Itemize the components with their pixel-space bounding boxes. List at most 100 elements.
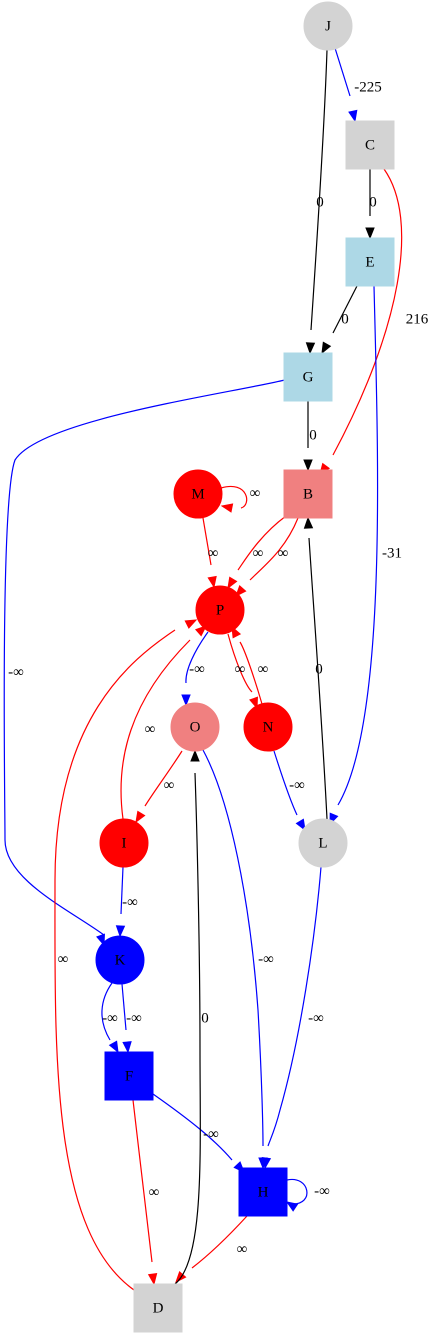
edge-F-H: -∞: [152, 1093, 245, 1173]
arrowhead-icon: [122, 1041, 132, 1054]
edge-H-H: -∞: [285, 1178, 330, 1212]
node-label: D: [153, 1300, 164, 1316]
edge-label: 0: [309, 427, 317, 443]
edge-label: -∞: [189, 661, 205, 677]
edge-line: [54, 629, 176, 1291]
edge-G-B: 0: [303, 401, 317, 472]
edge-B-P: ∞: [227, 515, 287, 590]
node-B: B: [283, 469, 333, 519]
edge-line: [191, 1215, 248, 1269]
arrowhead-icon: [96, 933, 105, 947]
node-label: N: [263, 719, 274, 735]
edge-P-N: ∞: [227, 633, 259, 710]
edge-line: [237, 515, 287, 571]
edge-line: [227, 633, 253, 693]
edge-E-L: -31: [329, 285, 402, 826]
arrowhead-icon: [220, 503, 234, 513]
edge-line: [337, 285, 379, 806]
edge-line: [174, 772, 201, 1285]
edge-C-B: 216: [319, 168, 429, 476]
edge-label: 216: [406, 311, 429, 327]
node-label: C: [365, 137, 375, 153]
node-label: F: [125, 1068, 133, 1084]
edge-label: -∞: [289, 777, 305, 793]
edge-line: [220, 485, 248, 509]
edge-label: ∞: [58, 951, 69, 967]
edge-label: ∞: [258, 661, 269, 677]
arrowhead-icon: [135, 810, 146, 824]
edge-O-H: -∞: [202, 749, 274, 1170]
edge-label: -∞: [308, 1010, 324, 1026]
arrowhead-icon: [235, 585, 247, 598]
node-N: N: [243, 702, 293, 752]
edge-line: [202, 749, 264, 1147]
node-H: H: [238, 1167, 288, 1217]
node-label: B: [303, 486, 313, 502]
edge-K-F: -∞: [121, 983, 142, 1054]
edge-J-C: -225: [334, 47, 382, 123]
node-G: G: [283, 352, 333, 402]
node-label: L: [318, 835, 327, 851]
edge-label: -225: [354, 79, 382, 95]
arrowhead-icon: [115, 925, 126, 938]
edge-N-L: -∞: [273, 750, 306, 832]
arrowhead-icon: [227, 576, 238, 590]
edge-label: -∞: [203, 1126, 219, 1142]
edge-label: ∞: [208, 545, 219, 561]
edge-line: [239, 641, 263, 705]
edge-label: -∞: [8, 664, 24, 680]
arrowhead-icon: [321, 341, 332, 355]
edge-line: [3, 379, 286, 936]
arrowhead-icon: [303, 459, 313, 472]
arrowhead-icon: [348, 109, 358, 123]
edge-label: ∞: [250, 485, 261, 501]
arrowhead-icon: [181, 694, 191, 707]
edge-label: 0: [369, 194, 377, 210]
arrowhead-icon: [194, 625, 208, 637]
arrowhead-icon: [303, 516, 314, 529]
edge-line: [310, 49, 328, 331]
edge-O-I: ∞: [135, 750, 183, 824]
edge-label: ∞: [149, 1184, 160, 1200]
edge-H-D: ∞: [175, 1215, 248, 1284]
node-box: [238, 1167, 288, 1217]
edge-C-E: 0: [365, 169, 377, 240]
arrowhead-icon: [305, 342, 316, 355]
node-D: D: [133, 1283, 183, 1333]
node-F: F: [104, 1051, 154, 1101]
node-label: K: [115, 952, 126, 968]
edge-J-G: 0: [305, 49, 328, 355]
arrowhead-icon: [184, 619, 198, 629]
edge-D-P: ∞: [54, 619, 198, 1291]
node-circle: [95, 935, 145, 985]
node-label: I: [122, 835, 127, 851]
edge-line: [273, 750, 298, 816]
arrowhead-icon: [190, 749, 200, 762]
edge-line: [332, 168, 403, 456]
edge-label: ∞: [145, 721, 156, 737]
node-box: [283, 469, 333, 519]
arrowhead-icon: [147, 1272, 158, 1286]
node-circle: [173, 469, 223, 519]
node-circle: [243, 702, 293, 752]
edge-I-P: ∞: [120, 625, 208, 820]
edge-label: -∞: [102, 1010, 118, 1026]
node-label: E: [365, 254, 374, 270]
edge-line: [334, 47, 351, 97]
arrowhead-icon: [249, 696, 259, 710]
edge-F-D: ∞: [132, 1099, 160, 1286]
node-circle: [99, 818, 149, 868]
node-J: J: [303, 1, 353, 51]
node-circle: [298, 818, 348, 868]
edge-L-H: -∞: [261, 866, 324, 1170]
edge-line: [332, 285, 358, 334]
edge-label: ∞: [164, 777, 175, 793]
node-label: J: [325, 18, 331, 34]
node-label: P: [216, 602, 224, 618]
edge-label: -∞: [126, 1010, 142, 1026]
edge-line: [308, 537, 328, 820]
node-label: O: [190, 719, 201, 735]
node-box: [345, 120, 395, 170]
node-E: E: [345, 237, 395, 287]
